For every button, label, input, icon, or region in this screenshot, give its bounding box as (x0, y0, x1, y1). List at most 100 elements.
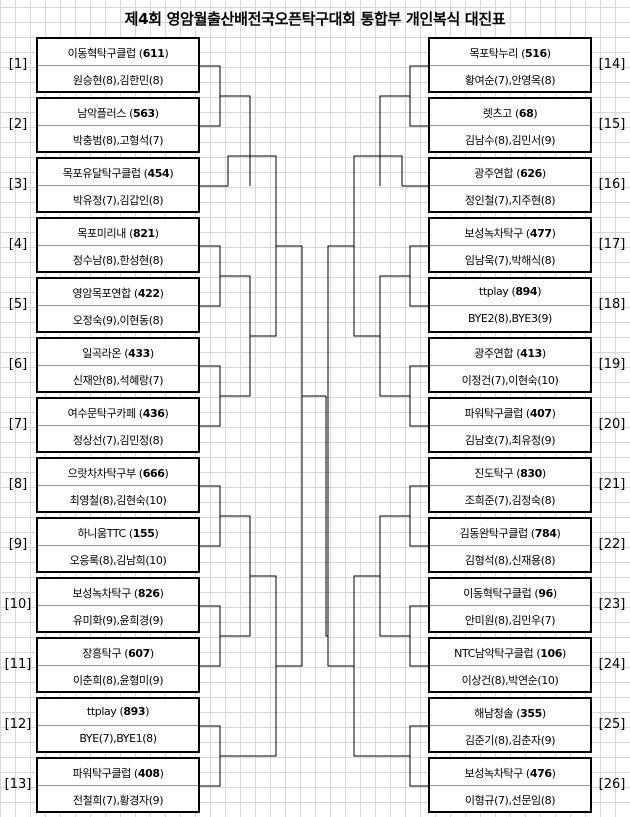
team-club-line: 진도탁구 (830) (474, 467, 546, 480)
team-players: 이춘희(8),윤형미(9) (72, 674, 164, 687)
seed-number: [16] (598, 177, 626, 192)
team-number: 106 (540, 647, 562, 660)
team-divider (430, 125, 590, 126)
team-box: 으랏차차탁구부 (666)최영철(8),김현숙(10) (36, 457, 200, 513)
team-players: 오정숙(9),이현동(8) (72, 314, 164, 327)
team-players: 이정건(7),이현숙(10) (461, 374, 559, 387)
team-club-line: 파워탁구클럽 (408) (72, 767, 164, 780)
team-box: NTC남악탁구클럽 (106)이상건(8),박연순(10) (428, 637, 592, 693)
team-box: 파워탁구클럽 (407) 김남호(7),최유정(9) (428, 397, 592, 453)
team-club-line: ttplay (894) (478, 285, 542, 298)
team-box: ttplay (894) BYE2(8),BYE3(9) (428, 277, 592, 333)
seed-number: [22] (598, 537, 626, 552)
team-club-name: 보성녹차탁구 (72, 587, 132, 600)
team-club-line: 목포미리내 (821) (77, 227, 159, 240)
team-box: 목포유달탁구클럽 (454) 박유정(7),김갑인(8) (36, 157, 200, 213)
team-club-name: 목포유달탁구클럽 (62, 167, 141, 180)
team-number: 407 (529, 407, 552, 420)
team-club-name: ttplay (478, 285, 509, 298)
team-number: 894 (515, 285, 538, 298)
team-club-name: 해남청솔 (474, 707, 514, 720)
team-box: 광주연합 (413)이정건(7),이현숙(10) (428, 337, 592, 393)
team-club-name: 영암목포연합 (72, 287, 132, 300)
team-club-name: 렛츠고 (482, 107, 513, 120)
team-players: 김남호(7),최유정(9) (464, 434, 556, 447)
team-box: 목포미리내 (821)정수남(8),한성현(8) (36, 217, 200, 273)
team-club-line: 목포탁누리 (516) (469, 47, 551, 60)
team-divider (38, 605, 198, 606)
team-number: 830 (520, 467, 542, 480)
team-club-line: 목포유달탁구클럽 (454) (62, 167, 174, 180)
team-divider (38, 125, 198, 126)
team-players: BYE2(8),BYE3(9) (468, 312, 552, 325)
team-divider (38, 365, 198, 366)
team-club-name: ttplay (86, 705, 117, 718)
team-club-name: 파워탁구클럽 (464, 407, 524, 420)
team-players: 정상선(7),김민정(8) (72, 434, 164, 447)
team-divider (430, 305, 590, 306)
team-divider (430, 425, 590, 426)
team-number: 826 (137, 587, 160, 600)
team-box: 해남청솔 (355)김준기(8),김춘자(9) (428, 697, 592, 753)
team-number: 355 (520, 707, 542, 720)
team-club-name: 하니움TTC (77, 527, 127, 540)
team-number: 611 (142, 47, 165, 60)
team-number: 408 (137, 767, 160, 780)
team-divider (38, 485, 198, 486)
seed-number: [9] (8, 537, 28, 552)
team-divider (430, 545, 590, 546)
team-club-line: 보성녹차탁구 (476) (464, 767, 556, 780)
team-club-line: ttplay (893) (86, 705, 150, 718)
team-number: 607 (128, 647, 150, 660)
team-players: 김형석(8),신재용(8) (464, 554, 556, 567)
team-box: 광주연합 (626)정인철(7),지주현(8) (428, 157, 592, 213)
team-divider (38, 245, 198, 246)
seed-number: [5] (8, 297, 28, 312)
team-club-line: 광주연합 (626) (474, 167, 546, 180)
team-players: 박유정(7),김갑인(8) (72, 194, 164, 207)
team-club-line: 파워탁구클럽 (407) (464, 407, 556, 420)
team-club-line: 김동완탁구클럽 (784) (459, 527, 561, 540)
seed-number: [11] (4, 657, 32, 672)
team-club-name: 장흥탁구 (82, 647, 122, 660)
team-players: BYE(7),BYE1(8) (79, 732, 157, 745)
team-players: 임남욱(7),박해식(8) (464, 254, 556, 267)
team-club-name: 보성녹차탁구 (464, 227, 524, 240)
team-number: 626 (520, 167, 542, 180)
team-number: 563 (132, 107, 155, 120)
team-divider (38, 545, 198, 546)
team-club-name: 진도탁구 (474, 467, 514, 480)
team-box: 장흥탁구 (607) 이춘희(8),윤형미(9) (36, 637, 200, 693)
team-box: 보성녹차탁구 (477) 임남욱(7),박해식(8) (428, 217, 592, 273)
team-number: 784 (534, 527, 557, 540)
team-club-name: 일곡라온 (82, 347, 122, 360)
team-club-line: NTC남악탁구클럽 (106) (454, 647, 566, 660)
team-players: 박충범(8),고형석(7) (72, 134, 164, 147)
team-number: 821 (132, 227, 155, 240)
team-club-name: 파워탁구클럽 (72, 767, 132, 780)
team-club-line: 일곡라온 (433) (82, 347, 154, 360)
team-box: 김동완탁구클럽 (784) 김형석(8),신재용(8) (428, 517, 592, 573)
team-number: 476 (529, 767, 552, 780)
team-divider (430, 665, 590, 666)
team-club-line: 보성녹차탁구 (477) (464, 227, 556, 240)
team-number: 413 (520, 347, 542, 360)
team-club-line: 보성녹차탁구 (826) (72, 587, 164, 600)
team-divider (430, 185, 590, 186)
team-box: 진도탁구 (830)조희준(7),김정숙(8) (428, 457, 592, 513)
team-club-line: 렛츠고 (68) (482, 107, 538, 120)
team-box: 이동혁탁구클럽 (96)안미원(8),김민우(7) (428, 577, 592, 633)
team-divider (430, 785, 590, 786)
team-club-name: 이동혁탁구클럽 (463, 587, 532, 600)
team-club-line: 장흥탁구 (607) (82, 647, 154, 660)
team-divider (430, 65, 590, 66)
seed-number: [14] (598, 57, 626, 72)
team-club-line: 하니움TTC (155) (77, 527, 159, 540)
seed-number: [13] (4, 777, 32, 792)
team-number: 96 (538, 587, 553, 600)
team-players: 안미원(8),김민우(7) (464, 614, 556, 627)
team-players: 최영철(8),김현숙(10) (69, 494, 167, 507)
team-club-line: 남악플러스 (563) (77, 107, 159, 120)
team-divider (430, 605, 590, 606)
